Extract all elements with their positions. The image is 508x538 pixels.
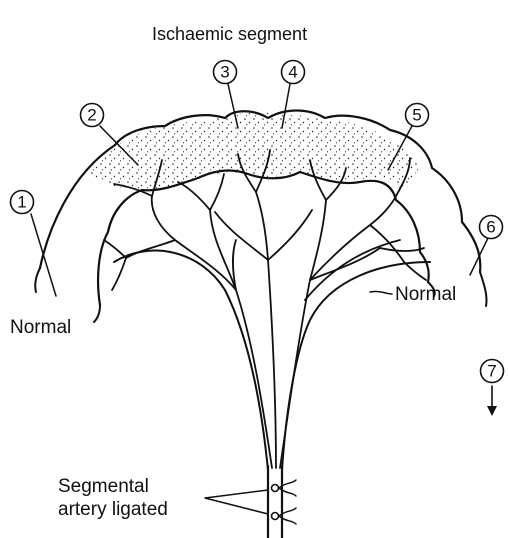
svg-text:4: 4: [288, 63, 297, 82]
marker-7: 7: [481, 360, 504, 417]
label-normal-left: Normal: [10, 317, 71, 338]
label-segmental-line2: artery ligated: [58, 499, 168, 520]
marker-6: 6: [470, 216, 503, 276]
diagram-title: Ischaemic segment: [152, 24, 307, 44]
label-normal-right: Normal: [395, 284, 456, 305]
marker-1: 1: [11, 191, 57, 297]
mesentery-left-edge: [114, 251, 268, 470]
svg-text:1: 1: [17, 193, 26, 212]
svg-text:5: 5: [412, 106, 421, 125]
arterial-branches: [104, 150, 426, 468]
bowel-inner-wall: [98, 171, 429, 305]
ligature-leader-lines: [205, 490, 268, 514]
svg-text:2: 2: [87, 106, 96, 125]
ligature-lower: [272, 508, 297, 524]
normal-right-leader: [370, 291, 392, 294]
svg-text:6: 6: [486, 218, 495, 237]
bowel-left-ends: [35, 268, 100, 322]
svg-text:7: 7: [487, 362, 496, 381]
ligature-upper: [272, 480, 297, 496]
svg-text:3: 3: [220, 63, 229, 82]
label-segmental-line1: Segmental: [58, 476, 149, 497]
